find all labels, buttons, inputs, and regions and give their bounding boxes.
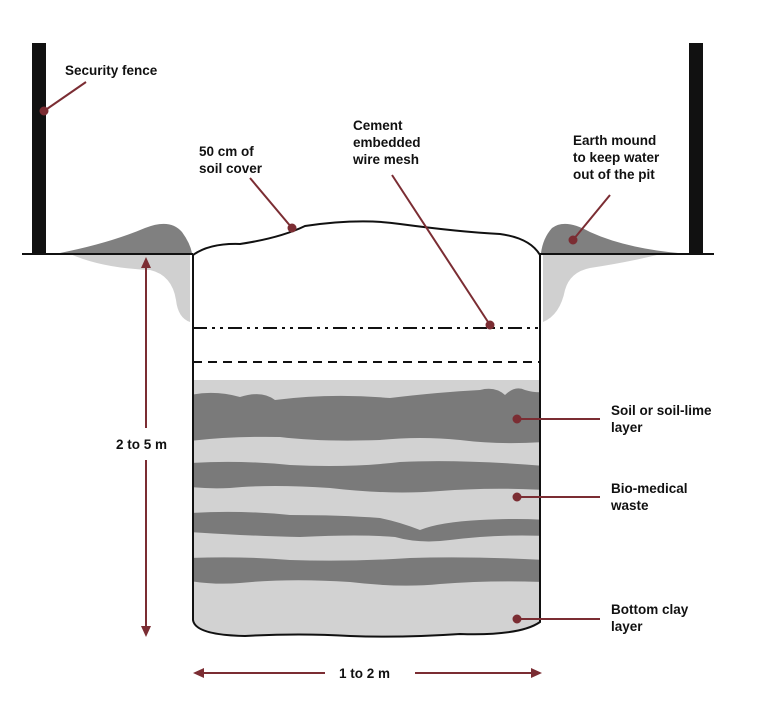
pointer-dot-soil-cover [287,223,297,233]
label-soil-cover-line2: soil cover [199,161,263,176]
pointers [39,81,611,624]
label-depth: 2 to 5 m [116,437,168,452]
depth-arrow [141,257,151,637]
label-bottom-clay: Bottom clay layer [611,601,688,635]
ground-light-left [68,253,190,322]
pointer-dot-soil-lime [512,414,522,424]
label-earth-mound-line3: out of the pit [573,167,655,182]
label-wire-mesh-line3: wire mesh [353,152,420,167]
label-soil-lime: Soil or soil-lime layer [611,402,712,436]
pit-outline [192,255,541,638]
earth-mound-left [60,223,192,253]
label-bottom-clay-line2: layer [611,619,643,634]
soil-lime-layer-1 [193,388,540,444]
security-fence-left [32,43,46,255]
pointer-dot-mound [568,235,578,245]
label-bottom-clay-line1: Bottom clay [611,602,689,617]
label-earth-mound: Earth mound to keep water out of the pit [573,132,659,183]
label-earth-mound-line2: to keep water [573,150,660,165]
label-biomedical-line2: waste [611,498,649,513]
security-fence-right [689,43,703,255]
pointer-dot-fence [39,106,49,116]
label-wire-mesh-line2: embedded [353,135,421,150]
pointer-dot-biomedical [512,492,522,502]
ground-light-right [543,253,665,322]
label-soil-lime-line1: Soil or soil-lime [611,403,712,418]
pointer-dot-wire-mesh [485,320,495,330]
label-soil-cover-line1: 50 cm of [199,144,254,159]
label-soil-cover: 50 cm of soil cover [199,143,262,177]
label-earth-mound-line1: Earth mound [573,133,657,148]
earth-mound-right [541,223,678,253]
soil-lime-layer-2 [193,461,540,493]
label-wire-mesh: Cement embedded wire mesh [353,117,421,168]
pit-layers [193,380,540,637]
pointer-dot-bottom-clay [512,614,522,624]
soil-cover-outline [192,220,541,256]
label-soil-lime-line2: layer [611,420,643,435]
label-biomedical-line1: Bio-medical [611,481,688,496]
soil-lime-layer-4 [193,557,540,586]
label-width: 1 to 2 m [339,666,391,681]
soil-lime-layer-3 [193,511,540,542]
label-wire-mesh-line1: Cement [353,118,403,133]
width-arrow [193,668,542,678]
label-biomedical: Bio-medical waste [611,480,688,514]
label-security-fence: Security fence [65,63,158,78]
